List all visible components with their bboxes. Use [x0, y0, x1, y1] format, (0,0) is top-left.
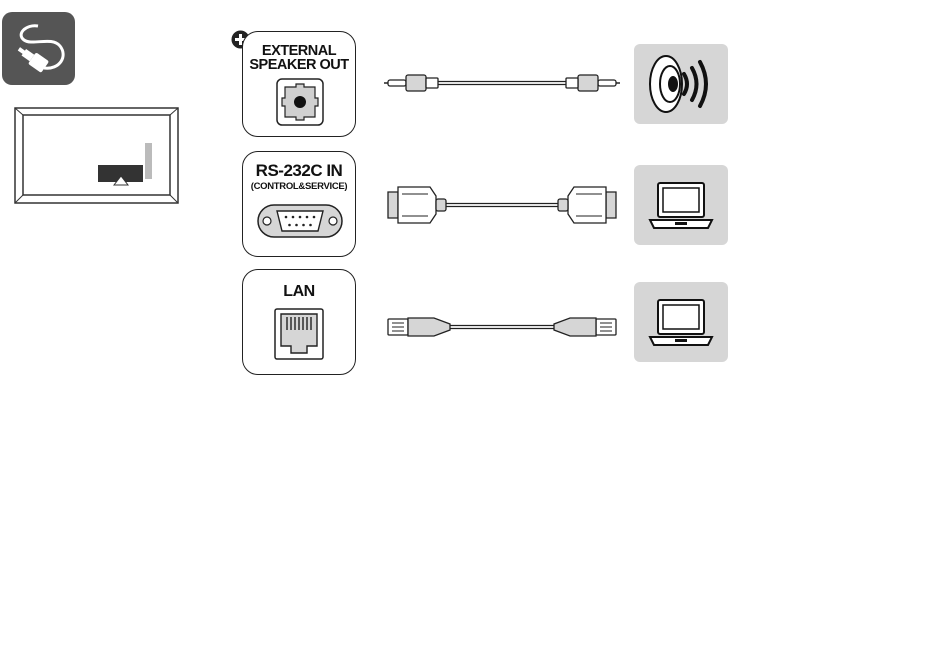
laptop-device [634, 165, 728, 245]
rs232c-serial-cable-icon [384, 184, 620, 226]
port-title: LAN [243, 284, 355, 300]
rs232c-in-port: RS-232C IN (CONTROL&SERVICE) [242, 151, 356, 257]
d-sub-9-pin-port-icon [257, 204, 343, 238]
port-title: RS-232C IN [243, 162, 355, 179]
speaker-device [634, 44, 728, 124]
laptop-icon [649, 182, 713, 230]
tv-illustration [14, 107, 179, 204]
lan-cable [384, 314, 620, 340]
serial-cable [384, 184, 620, 226]
cable-badge [2, 12, 75, 85]
laptop-device [634, 282, 728, 362]
port-title-line1: EXTERNAL [243, 44, 355, 58]
external-speaker-out-port: EXTERNAL SPEAKER OUT [242, 31, 356, 137]
port-subtitle: (CONTROL&SERVICE) [243, 182, 355, 192]
rj45-port-icon [274, 308, 324, 360]
tv-rear-port-location-icon [14, 107, 179, 204]
audio-jack-icon [276, 78, 324, 126]
audio-cable [384, 70, 620, 96]
lan-port: LAN [242, 269, 356, 375]
3.5mm-audio-cable-icon [384, 70, 620, 96]
laptop-icon [649, 299, 713, 347]
port-title-line2: SPEAKER OUT [243, 58, 355, 72]
port-title: EXTERNAL SPEAKER OUT [243, 44, 355, 72]
cable-plug-icon [2, 12, 75, 85]
speaker-icon [646, 52, 718, 116]
lan-cable-icon [384, 314, 620, 340]
